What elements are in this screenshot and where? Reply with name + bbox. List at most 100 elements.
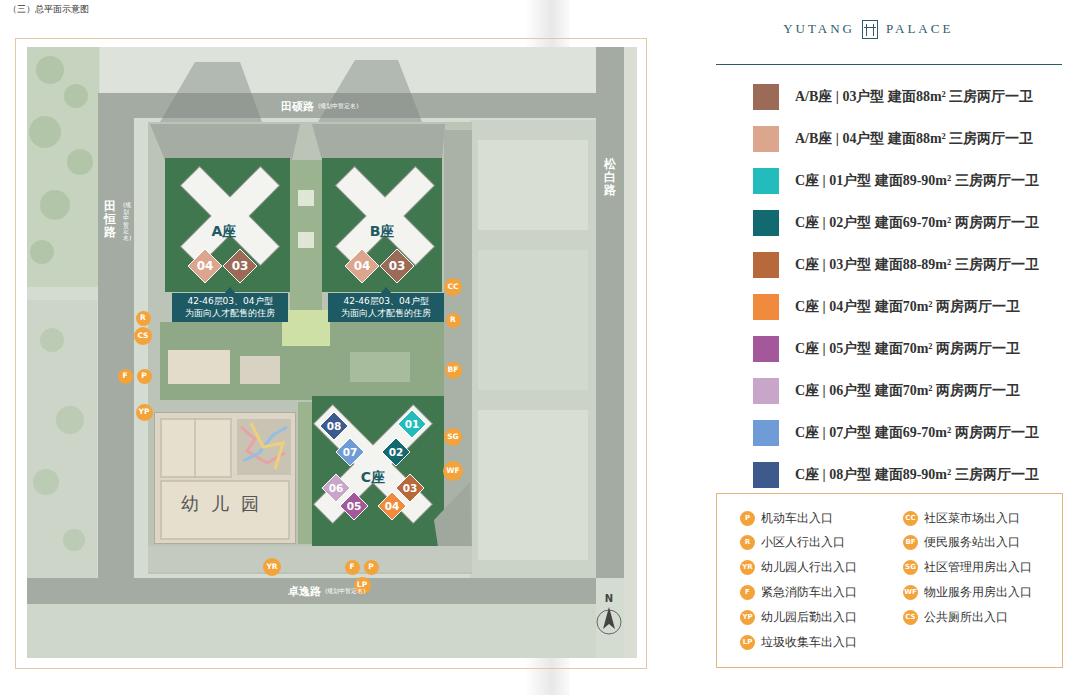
road-note: (规划中暂定名): [318, 102, 359, 111]
legend-entry: BF 便民服务站出入口: [903, 535, 1020, 551]
garden-walk: [298, 402, 312, 544]
legend-icon: YR: [740, 560, 755, 575]
entrance-code: R: [745, 539, 750, 546]
entrance-code: SG: [905, 564, 916, 571]
site-edge: [148, 546, 472, 572]
map-ground: [27, 47, 637, 658]
entrance-marker: YP: [136, 404, 153, 421]
tower-shadow: [312, 124, 445, 160]
legend-swatch: [753, 462, 779, 488]
legend-entry: YP幼儿园后勤出入口: [740, 609, 857, 625]
callout-pointer: [224, 287, 236, 294]
legend-swatch: [753, 84, 779, 110]
legend-text: 幼儿园人行出入口: [761, 559, 857, 576]
kindergarten-wing: [161, 481, 289, 539]
legend-icon: R: [740, 535, 755, 550]
legend-entry: LP垃圾收集车出入口: [740, 634, 857, 650]
unit-diamond-fill: [340, 492, 368, 520]
brand-name: YUTANG: [783, 21, 855, 37]
road-name: 田恒路: [104, 200, 116, 240]
legend-entry: A/B座 | 04户型 建面88m² 三房两厅一卫: [753, 126, 1033, 152]
garden: [322, 158, 442, 292]
unit-type-diamond: 07: [336, 438, 364, 466]
unit-type-diamond: 03: [396, 474, 424, 502]
entrance-code: LP: [743, 639, 753, 646]
unit-diamond-fill: [396, 474, 424, 502]
tree: [40, 328, 64, 352]
legend-text: 紧急消防车出入口: [761, 584, 857, 601]
entrance-code: SG: [447, 433, 459, 441]
lawn: [282, 310, 330, 346]
tower-wing: [336, 167, 434, 265]
entrance-marker: F: [118, 369, 133, 384]
play-yard: [237, 419, 291, 475]
tower-wing: [181, 167, 279, 265]
unit-diamond-fill: [188, 249, 222, 283]
brand-logo: [863, 21, 878, 39]
legend-swatch: [753, 378, 779, 404]
entrance-code: BF: [448, 366, 459, 374]
entrance-code: R: [140, 314, 146, 322]
tower-wing: [314, 405, 431, 522]
unit-number: 08: [327, 421, 342, 432]
entrance-code: CS: [905, 614, 915, 621]
tower-wing: [314, 405, 431, 522]
entrance-code: P: [141, 372, 147, 380]
paving: [298, 190, 314, 206]
legend-text: C座 | 03户型 建面88-89m² 三房两厅一卫: [795, 256, 1039, 274]
entrance-marker: P: [364, 560, 379, 575]
legend-text: 便民服务站出入口: [924, 534, 1020, 551]
road: [27, 578, 596, 604]
legend-entry: YR 幼儿园人行出入口: [740, 560, 857, 576]
unit-type-diamond: 04: [345, 249, 379, 283]
unit-type-diamond: 01: [398, 410, 426, 438]
road-name: 卓逸路: [288, 584, 321, 599]
legend-icon: SG: [903, 560, 918, 575]
entrance-marker: F: [345, 560, 360, 575]
tower-shadow: [160, 62, 262, 122]
entrance-code: YR: [266, 563, 277, 571]
kindergarten-wing: [161, 419, 231, 477]
road-name: 田硕路: [281, 99, 314, 114]
unit-number: 07: [343, 447, 358, 458]
unit-type-diamond: 04: [378, 492, 406, 520]
legend-text: A/B座 | 04户型 建面88m² 三房两厅一卫: [795, 130, 1033, 148]
entrance-code: CC: [447, 283, 458, 291]
legend-text: 公共厕所出入口: [924, 609, 1008, 626]
unit-type-diamond: 06: [322, 474, 350, 502]
entrance-code: P: [368, 563, 374, 571]
east-plot: [478, 250, 588, 390]
page-frame: [16, 39, 647, 669]
legend-entry: WF物业服务用房出入口: [903, 584, 1032, 600]
legend-text: 社区菜市场出入口: [924, 510, 1020, 527]
legend-icon: BF: [903, 535, 918, 550]
callout-pointer: [380, 287, 392, 294]
legend-text: C座 | 05户型 建面70m² 两房两厅一卫: [795, 340, 1020, 358]
entrance-code: WF: [904, 589, 917, 596]
park: [27, 47, 99, 287]
east-plot: [478, 410, 588, 560]
legend-text: C座 | 04户型 建面70m² 两房两厅一卫: [795, 298, 1020, 316]
tower-shadow: [318, 60, 422, 122]
tower-wing: [314, 405, 431, 522]
legend-swatch: [753, 294, 779, 320]
callout-pointer-fill: [380, 287, 392, 294]
callout-pointer-fill: [224, 287, 236, 294]
building-name: B座: [370, 223, 395, 241]
legend-text: C座 | 08户型 建面89-90m² 三房两厅一卫: [795, 466, 1039, 484]
entrance-code: CS: [137, 332, 148, 340]
kindergarten-block: 幼儿园: [154, 412, 296, 544]
building-name: C座: [361, 469, 385, 487]
entrance-marker: SG: [444, 428, 462, 446]
kindergarten-wall: [195, 419, 196, 477]
kindergarten-name: 幼儿园: [181, 493, 271, 515]
legend-swatch: [753, 420, 779, 446]
legend-text: A/B座 | 03户型 建面88m² 三房两厅一卫: [795, 88, 1033, 106]
legend-text: 小区人行出入口: [761, 534, 845, 551]
tower-wing: [314, 405, 431, 522]
legend-rule: [716, 64, 1062, 65]
kindergarten-plan: [155, 413, 297, 545]
garden: [165, 158, 290, 292]
unit-diamond-fill: [378, 492, 406, 520]
logo-frame: [863, 21, 878, 39]
